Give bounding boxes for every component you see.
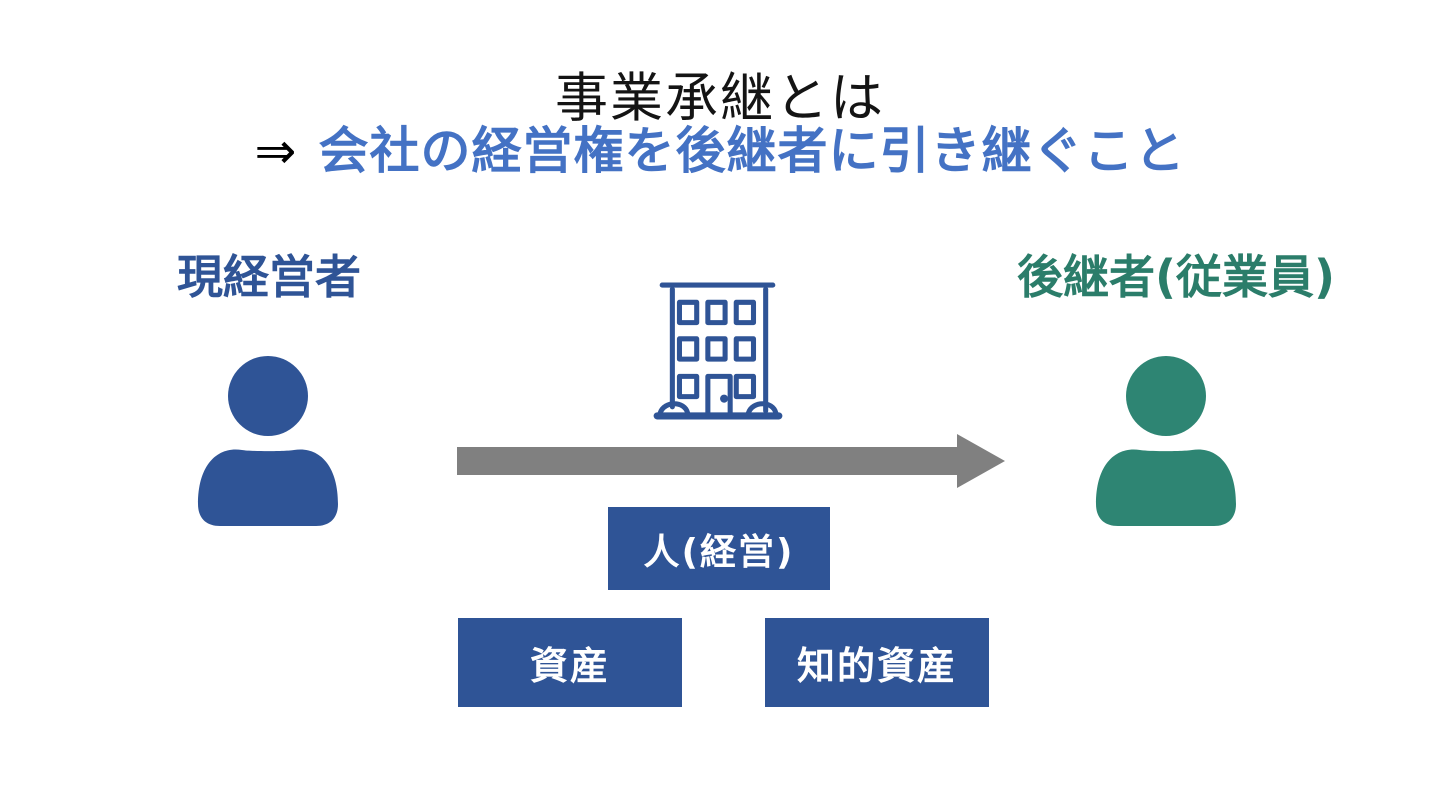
person-icon bbox=[194, 352, 342, 528]
building-icon bbox=[652, 280, 784, 422]
double-arrow-glyph: ⇒ bbox=[254, 122, 297, 180]
page-title: 事業承継とは bbox=[555, 67, 885, 129]
box-assets: 資産 bbox=[458, 618, 682, 707]
subtitle: ⇒ 会社の経営権を後継者に引き継ぐこと bbox=[0, 120, 1440, 183]
subtitle-text: 会社の経営権を後継者に引き継ぐこと bbox=[318, 122, 1186, 180]
successor-label: 後継者(従業員) bbox=[1016, 250, 1336, 304]
box-people-management: 人(経営) bbox=[608, 507, 830, 590]
person-icon bbox=[1092, 352, 1240, 528]
current-owner-label: 現経営者 bbox=[177, 250, 361, 304]
arrow-right-icon bbox=[457, 434, 1005, 488]
box-intellectual-assets: 知的資産 bbox=[765, 618, 989, 707]
